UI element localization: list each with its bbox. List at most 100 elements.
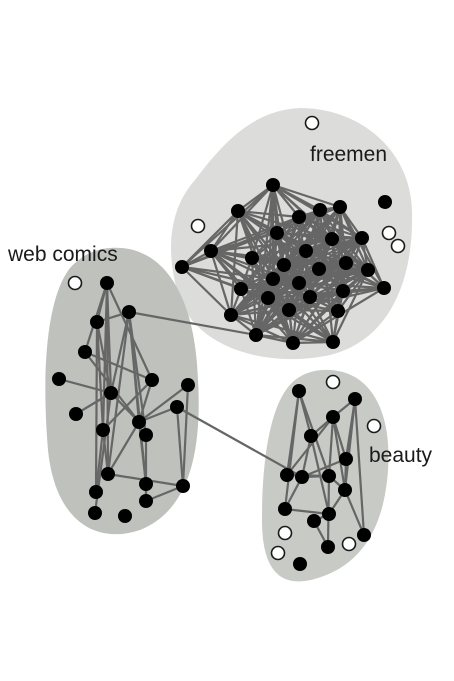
web-comics-node [145,373,159,387]
web-comics-node [52,372,66,386]
freemen-node [377,281,391,295]
freemen-node [277,258,291,272]
web-comics-node [139,494,153,508]
beauty-node [357,528,371,542]
edge [331,415,348,461]
freemen-node [266,178,280,192]
web-comics-node [118,509,132,523]
beauty-node [338,483,352,497]
beauty-node [321,540,335,554]
freemen-node [361,263,375,277]
edge [137,378,154,424]
freemen-node [234,282,248,296]
freemen-node [299,244,313,258]
edge [343,488,366,537]
edge [283,389,301,511]
edge [209,231,279,253]
web-comics-node [132,415,146,429]
edge [106,420,141,476]
edge [94,428,105,494]
edge [287,308,335,344]
freemen-node [266,272,280,286]
edge [229,313,335,344]
edge [338,205,386,290]
edge [229,277,275,317]
edge [271,236,364,281]
beauty-node [307,514,321,528]
web-comics-node [176,479,190,493]
edge [209,209,240,253]
freemen-node [303,290,317,304]
freemen-node [333,200,347,214]
edge [300,457,348,479]
edge [250,237,334,260]
edge [101,428,110,476]
web-comics-node [181,378,195,392]
cluster-label-freemen: freemen [310,143,387,166]
beauty-open-node [341,536,357,552]
web-comics-node [69,407,83,421]
beauty-open-node [270,545,286,561]
freemen-open-node [381,225,397,241]
web-comics-node [139,477,153,491]
freemen-node [249,328,263,342]
edge [287,308,340,313]
nodes-layer [52,115,406,571]
edge [137,383,190,424]
beauty-node [295,470,309,484]
freemen-node [326,335,340,349]
web-comics-node [89,485,103,499]
freemen-open-node [190,218,206,234]
edge [95,320,105,432]
edge [271,183,342,209]
freemen-node [175,260,189,274]
edge [291,281,301,345]
freemen-node [355,231,369,245]
web-comics-node [90,315,104,329]
cluster-label-web-comics: web comics [7,243,118,266]
beauty-node [322,469,336,483]
beauty-node [292,384,306,398]
edge [229,308,291,317]
freemen-node [270,226,284,240]
edge [209,237,334,253]
beauty-open-node [325,374,341,390]
edge [57,377,113,395]
freemen-node [325,232,339,246]
edge [239,281,301,291]
freemen-node [224,308,238,322]
freemen-node [286,336,300,350]
freemen-node [231,204,245,218]
web-comics-node [96,423,110,437]
freemen-node [378,195,392,209]
freemen-node [313,203,327,217]
freemen-node [336,284,350,298]
edge [209,215,301,253]
edge [127,310,258,337]
web-comics-node [78,345,92,359]
edge [180,265,275,281]
web-comics-node [104,386,118,400]
edge [331,268,370,344]
freemen-node [312,262,326,276]
edge [275,231,364,240]
edge [105,281,154,382]
beauty-node [322,507,336,521]
edge [101,378,154,432]
beauty-node [278,502,292,516]
edge [291,309,340,345]
web-comics-node [101,467,115,481]
web-comics-open-node [67,275,83,291]
freemen-node [204,244,218,258]
edge [109,310,131,395]
edge [285,415,335,477]
edge [282,236,364,267]
edge [180,265,270,300]
edge [282,263,340,313]
web-comics-node [139,428,153,442]
beauty-node [348,392,362,406]
edge [360,236,386,290]
freemen-open-node [390,238,406,254]
web-comics-node [88,506,102,520]
edge [254,289,345,337]
